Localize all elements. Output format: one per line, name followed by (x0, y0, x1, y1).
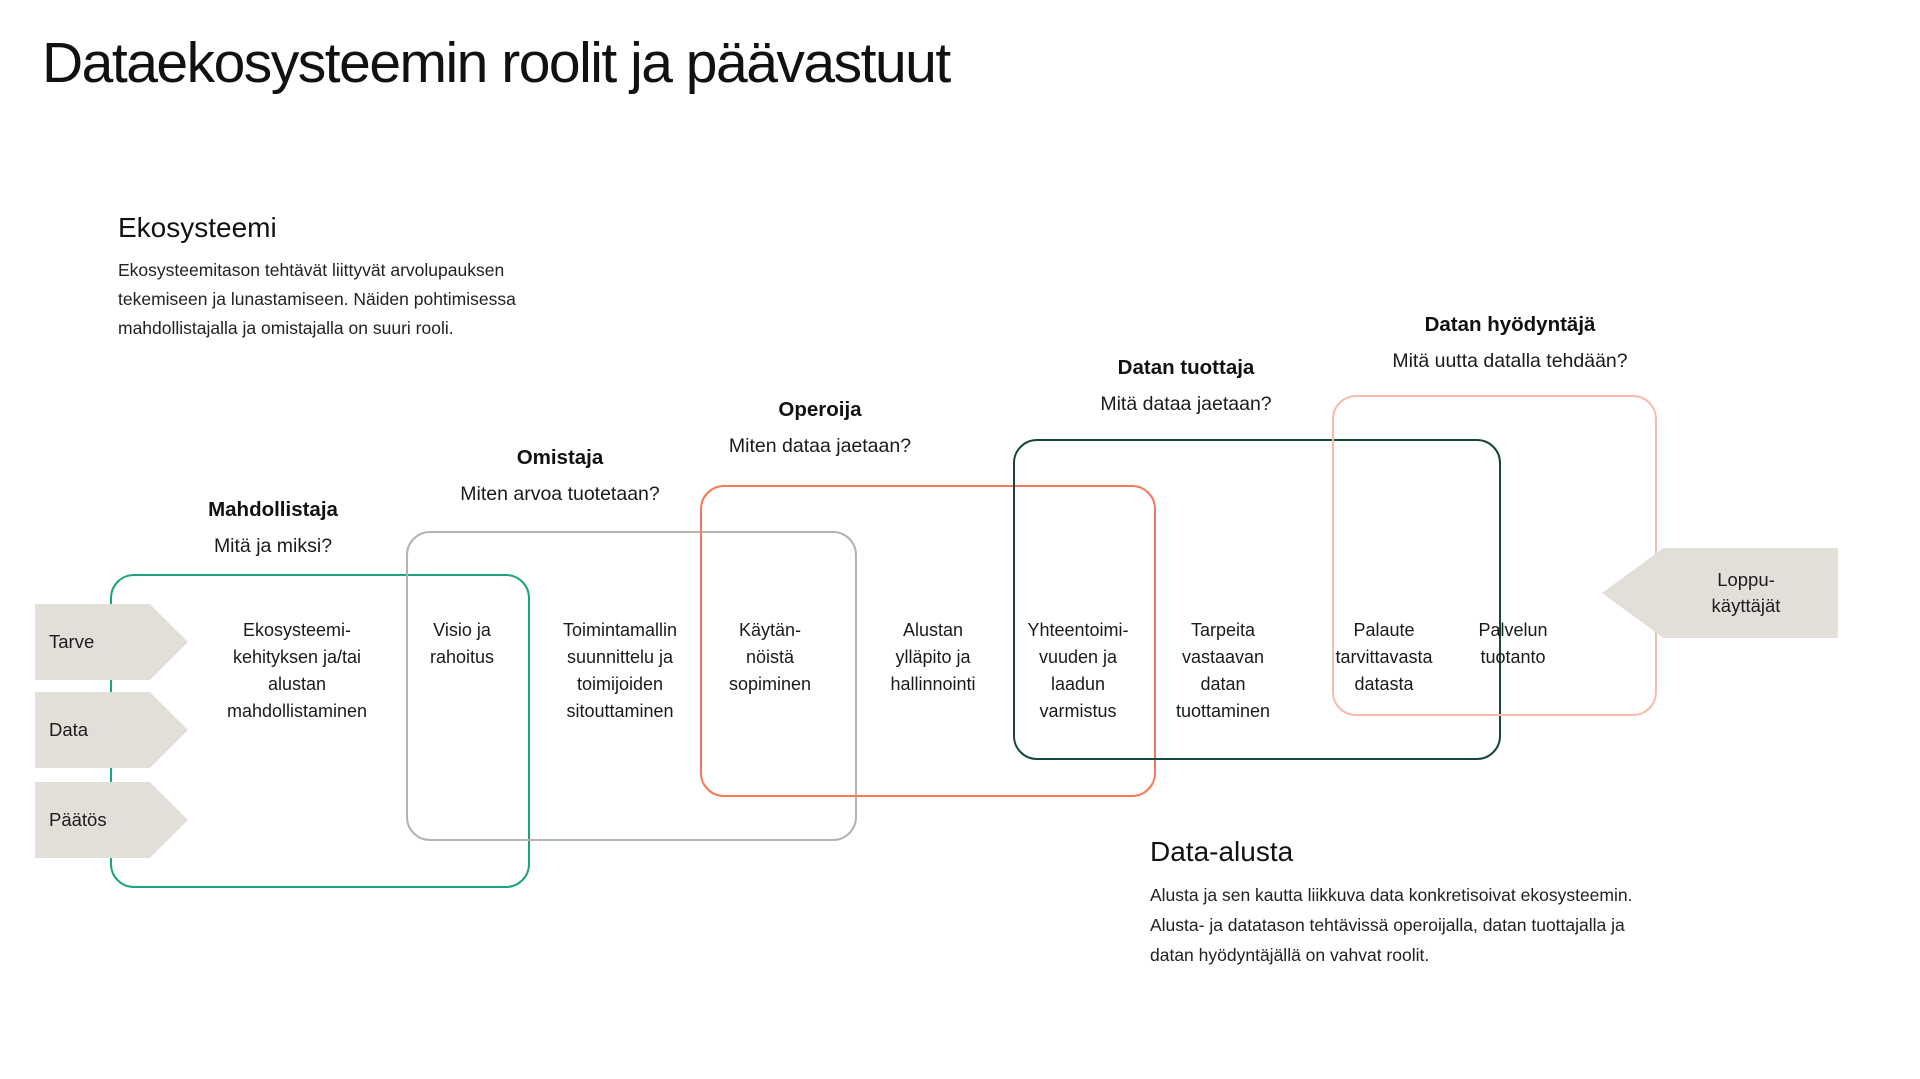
role-name: Omistaja (516, 446, 604, 469)
task-alustan-yllapito: Alustan ylläpito ja hallinnointi (890, 620, 976, 694)
task-toimintamalli: Toimintamallin suunnittelu ja toimijoide… (562, 620, 678, 721)
role-question: Mitä uutta datalla tehdään? (1392, 350, 1628, 372)
input-arrow-paatos: Päätös (35, 782, 188, 858)
arrow-label: Päätös (49, 809, 107, 830)
role-question: Mitä ja miksi? (213, 535, 333, 557)
task-palvelun-tuotanto: Palvelun tuotanto (1478, 620, 1548, 667)
task-kaytannoista-sopiminen: Käytän- nöistä sopiminen (728, 620, 812, 694)
role-name: Datan tuottaja (1117, 356, 1255, 379)
omistaja-box (406, 531, 857, 841)
task-visio-ja-rahoitus: Visio ja rahoitus (429, 620, 495, 667)
page-title: Dataekosysteemin roolit ja päävastuut (42, 31, 951, 95)
ecosystem-heading: Ekosysteemi (118, 212, 277, 243)
ecosystem-description: Ekosysteemitason tehtävät liittyvät arvo… (118, 260, 516, 338)
input-arrow-tarve: Tarve (35, 604, 188, 680)
role-header-datan-hyodyntaja: Datan hyödyntäjä Mitä uutta datalla tehd… (1330, 312, 1690, 374)
task-ekosysteemikehitys: Ekosysteemi- kehityksen ja/tai alustan m… (226, 620, 368, 721)
data-platform-heading: Data-alusta (1150, 836, 1294, 867)
input-arrow-data: Data (35, 692, 188, 768)
task-palaute-datasta: Palaute tarvittavasta datasta (1335, 620, 1433, 694)
role-header-operoija: Operoija Miten dataa jaetaan? (640, 397, 1000, 459)
datan-tuottaja-box (1013, 439, 1501, 760)
role-name: Datan hyödyntäjä (1424, 313, 1596, 336)
role-question: Miten arvoa tuotetaan? (460, 483, 660, 505)
arrow-label: Data (49, 719, 89, 740)
role-name: Operoija (778, 398, 862, 421)
task-tarpeita-vastaava-data: Tarpeita vastaavan datan tuottaminen (1175, 620, 1271, 721)
operoija-box (700, 485, 1156, 797)
role-question: Mitä dataa jaetaan? (1100, 393, 1272, 415)
role-header-datan-tuottaja: Datan tuottaja Mitä dataa jaetaan? (1006, 355, 1366, 417)
role-header-mahdollistaja: Mahdollistaja Mitä ja miksi? (93, 497, 453, 559)
role-header-omistaja: Omistaja Miten arvoa tuotetaan? (380, 445, 740, 507)
task-yhteentoimivuus: Yhteentoimi- vuuden ja laadun varmistus (1027, 620, 1129, 721)
arrow-label: Loppu- käyttäjät (1711, 569, 1781, 616)
arrow-label: Tarve (49, 631, 95, 652)
role-question: Miten dataa jaetaan? (728, 435, 912, 457)
data-platform-description: Alusta ja sen kautta liikkuva data konkr… (1150, 885, 1633, 965)
role-name: Mahdollistaja (208, 498, 338, 521)
